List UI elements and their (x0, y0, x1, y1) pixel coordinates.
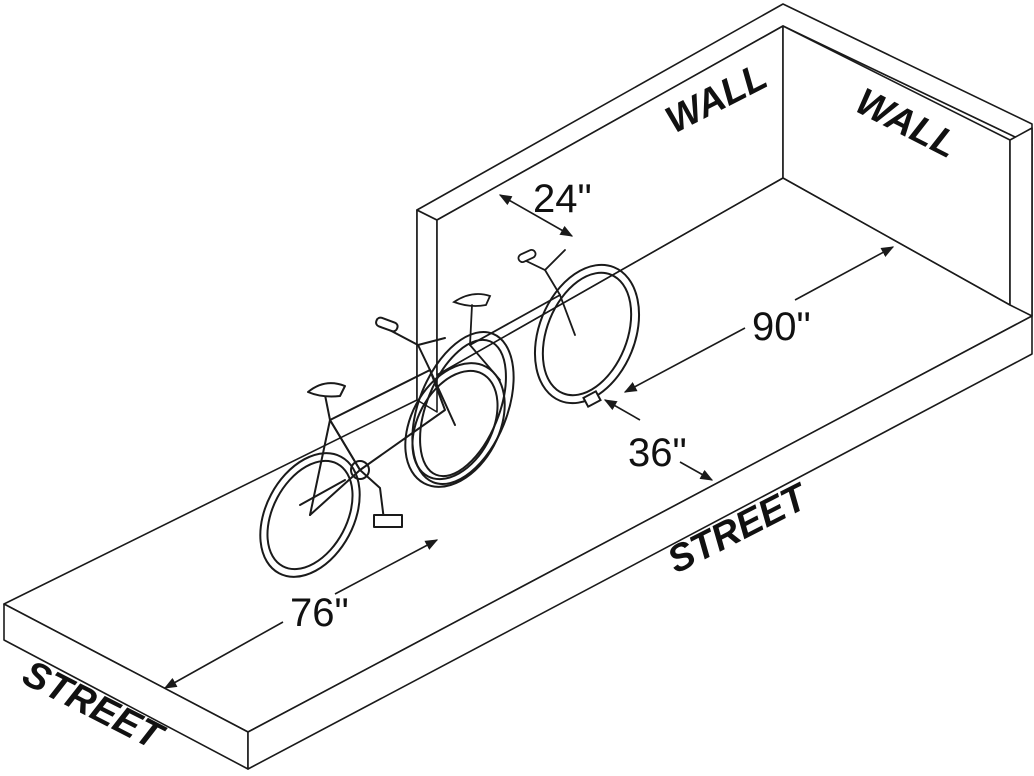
sidewalk-front-face (247, 315, 1033, 770)
dim-label-bike-length: 76" (290, 591, 349, 635)
right-wall-end-cap (1009, 127, 1033, 317)
bike-rear-wheel (259, 452, 361, 578)
dim-arrow-bike-length-a (334, 539, 439, 595)
dim-label-street-clearance: 36" (628, 431, 687, 475)
dim-arrow-rack-length-b (623, 327, 746, 393)
dim-arrow-bike-length-b (163, 621, 284, 689)
dim-arrow-street-clearance-b (679, 461, 714, 481)
dim-arrow-wall-clearance (498, 194, 574, 237)
bike-racks (411, 263, 641, 485)
bike-pedal (373, 514, 403, 528)
dimension-arrows (163, 194, 895, 689)
bicycle-back (452, 248, 576, 381)
dim-arrow-rack-length-a (794, 246, 895, 301)
bicycle (259, 316, 506, 578)
dim-arrow-street-clearance-a (603, 399, 641, 421)
walls (416, 3, 1033, 413)
sidewalk-slab (3, 25, 1033, 770)
dim-label-rack-length: 90" (752, 305, 811, 349)
dim-label-wall-clearance: 24" (533, 177, 592, 221)
floor-lines (436, 177, 1011, 376)
bike-saddle (307, 382, 346, 398)
bike-front-wheel (404, 362, 506, 488)
rack-ring-rear (533, 263, 641, 409)
